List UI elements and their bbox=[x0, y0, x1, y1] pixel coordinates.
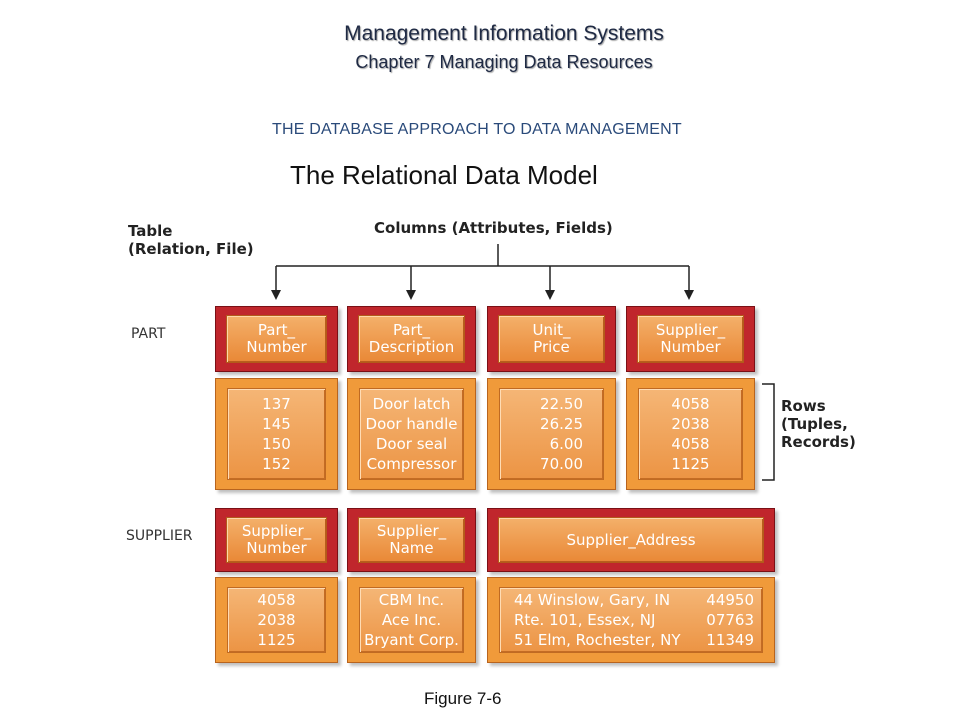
cell-part-number: 145 bbox=[262, 415, 291, 433]
field-name: Supplier_ Name bbox=[358, 517, 465, 563]
cell-supplier-number: 4058 bbox=[671, 435, 710, 453]
section-title: THE DATABASE APPROACH TO DATA MANAGEMENT bbox=[272, 121, 682, 138]
part-column-values: 4058 2038 4058 1125 bbox=[626, 378, 755, 490]
supplier-field-box: Supplier_ Number bbox=[215, 508, 338, 572]
field-name: Supplier_Address bbox=[498, 517, 764, 563]
cell-supplier-name: Bryant Corp. bbox=[364, 631, 459, 649]
cell-supplier-number: 4058 bbox=[257, 591, 296, 609]
cell-zip-code: 11349 bbox=[706, 631, 754, 649]
field-name: Supplier_ Number bbox=[226, 517, 327, 563]
cell-supplier-number: 1125 bbox=[671, 455, 710, 473]
cell-part-description: Door latch bbox=[372, 395, 451, 413]
part-field-box: Part_ Number bbox=[215, 306, 338, 372]
field-name: Unit_ Price bbox=[498, 315, 605, 363]
figure-caption: Figure 7-6 bbox=[424, 689, 502, 708]
cell-supplier-number: 2038 bbox=[257, 611, 296, 629]
part-column-values: 22.50 26.25 6.00 70.00 bbox=[487, 378, 616, 490]
field-name: Part_ Number bbox=[226, 315, 327, 363]
part-table-name: PART bbox=[131, 326, 166, 342]
part-field-box: Unit_ Price bbox=[487, 306, 616, 372]
cell-supplier-number: 2038 bbox=[671, 415, 710, 433]
cell-unit-price: 26.25 bbox=[540, 415, 583, 433]
arrow-head-1 bbox=[271, 290, 281, 300]
field-name: Part_ Description bbox=[358, 315, 465, 363]
arrow-head-2 bbox=[406, 290, 416, 300]
cell-part-description: Door seal bbox=[375, 435, 448, 453]
cell-unit-price: 22.50 bbox=[540, 395, 583, 413]
address-row: 51 Elm, Rochester, NY 11349 bbox=[514, 630, 754, 650]
columns-label: Columns (Attributes, Fields) bbox=[374, 219, 613, 237]
rows-brace bbox=[762, 383, 775, 481]
supplier-field-box: Supplier_ Name bbox=[347, 508, 476, 572]
cell-part-description: Door handle bbox=[365, 415, 458, 433]
rows-label: Rows (Tuples, Records) bbox=[781, 397, 856, 451]
part-column-values: 137 145 150 152 bbox=[215, 378, 338, 490]
part-field-box: Supplier_ Number bbox=[626, 306, 755, 372]
part-field-box: Part_ Description bbox=[347, 306, 476, 372]
cell-unit-price: 70.00 bbox=[540, 455, 583, 473]
slide-title: The Relational Data Model bbox=[290, 160, 598, 190]
cell-supplier-name: CBM Inc. bbox=[378, 591, 445, 609]
arrow-head-4 bbox=[684, 290, 694, 300]
cell-supplier-number: 1125 bbox=[257, 631, 296, 649]
supplier-column-values: 44 Winslow, Gary, IN 44950 Rte. 101, Ess… bbox=[487, 577, 775, 663]
cell-zip-code: 44950 bbox=[706, 591, 754, 609]
cell-part-description: Compressor bbox=[366, 455, 457, 473]
cell-supplier-name: Ace Inc. bbox=[381, 611, 442, 629]
field-name: Supplier_ Number bbox=[637, 315, 744, 363]
supplier-column-values: CBM Inc. Ace Inc. Bryant Corp. bbox=[347, 577, 476, 663]
table-label: Table (Relation, File) bbox=[128, 222, 254, 258]
cell-supplier-address: Rte. 101, Essex, NJ bbox=[514, 611, 656, 629]
cell-part-number: 137 bbox=[262, 395, 291, 413]
cell-supplier-address: 44 Winslow, Gary, IN bbox=[514, 591, 671, 609]
cell-part-number: 150 bbox=[262, 435, 291, 453]
cell-supplier-number: 4058 bbox=[671, 395, 710, 413]
cell-part-number: 152 bbox=[262, 455, 291, 473]
cell-unit-price: 6.00 bbox=[549, 435, 583, 453]
address-row: Rte. 101, Essex, NJ 07763 bbox=[514, 610, 754, 630]
address-row: 44 Winslow, Gary, IN 44950 bbox=[514, 590, 754, 610]
cell-supplier-address: 51 Elm, Rochester, NY bbox=[514, 631, 681, 649]
course-title: Management Information Systems bbox=[344, 22, 664, 45]
arrow-head-3 bbox=[545, 290, 555, 300]
supplier-table-name: SUPPLIER bbox=[126, 528, 193, 544]
supplier-field-box: Supplier_Address bbox=[487, 508, 775, 572]
chapter-title: Chapter 7 Managing Data Resources bbox=[355, 52, 653, 72]
supplier-column-values: 4058 2038 1125 bbox=[215, 577, 338, 663]
cell-zip-code: 07763 bbox=[706, 611, 754, 629]
part-column-values: Door latch Door handle Door seal Compres… bbox=[347, 378, 476, 490]
